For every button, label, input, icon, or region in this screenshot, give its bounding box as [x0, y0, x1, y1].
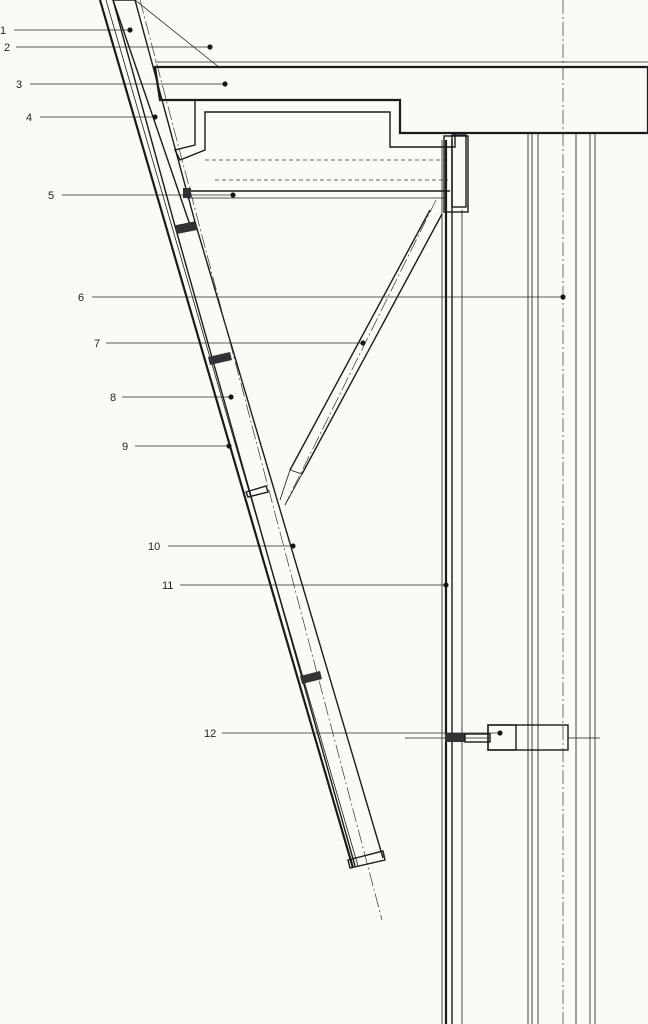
- callout-leaders: [14, 27, 566, 736]
- callout-5: 5: [48, 190, 54, 202]
- concrete-slab: [153, 61, 648, 135]
- callout-6: 6: [78, 292, 84, 304]
- callout-9: 9: [122, 441, 128, 453]
- sloped-glazing: [98, 0, 386, 921]
- glass-fin: [527, 0, 596, 1024]
- callout-11: 11: [162, 580, 173, 592]
- horizontal-member: [183, 188, 450, 199]
- callout-4: 4: [26, 112, 32, 124]
- callout-2: 2: [4, 42, 10, 54]
- callout-3: 3: [16, 79, 22, 91]
- diagonal-strut: [279, 199, 443, 506]
- callout-12: 12: [204, 728, 216, 740]
- fixing-bracket: [405, 724, 600, 751]
- callout-7: 7: [94, 338, 100, 350]
- callout-10: 10: [148, 541, 160, 553]
- callout-8: 8: [110, 392, 116, 404]
- callout-1: 1: [0, 25, 6, 37]
- vertical-glazing: [441, 135, 469, 1024]
